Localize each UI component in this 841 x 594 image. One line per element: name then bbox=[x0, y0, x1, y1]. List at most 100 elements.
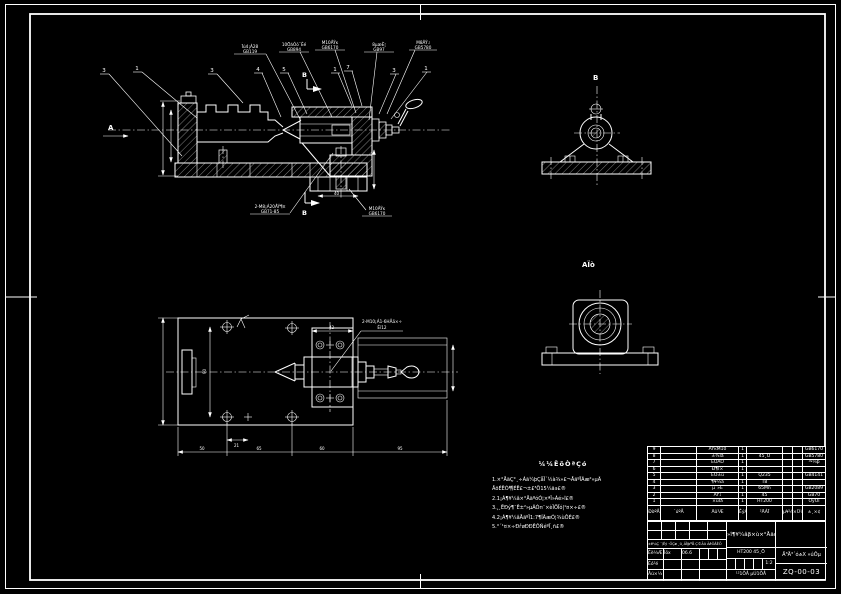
bom-cell bbox=[747, 447, 783, 453]
note-line: 1.×°ÅäÇ°¸÷Áã¼þÇåÏ´½à¾»£¬ÅäºÏÃæ²»µÃ bbox=[492, 477, 602, 483]
view-a-label: A bbox=[108, 124, 114, 132]
svg-text:GB6170: GB6170 bbox=[369, 211, 386, 216]
scale-box bbox=[736, 559, 745, 570]
sign-date bbox=[682, 570, 700, 581]
title-block-cell bbox=[708, 522, 727, 531]
stage-box bbox=[700, 570, 727, 581]
balloon-numbers: 3 1 3 4 5 1 7 3 1 bbox=[102, 65, 428, 74]
bom-cell: 6 bbox=[648, 466, 661, 472]
bom-cell bbox=[803, 480, 825, 486]
scale-box bbox=[745, 559, 754, 570]
stage-box bbox=[700, 560, 727, 570]
bom-cell: 1 bbox=[739, 447, 747, 453]
bolt-holes bbox=[220, 320, 299, 424]
svg-text:8µæÈ¦: 8µæÈ¦ bbox=[372, 42, 386, 47]
sheet-info: ¹²1ÕÅ µÚ1ÕÅ bbox=[727, 570, 776, 581]
svg-text:50: 50 bbox=[199, 446, 205, 451]
bom-cell: 1 bbox=[739, 460, 747, 466]
section-marker-bottom: B bbox=[302, 192, 320, 217]
bom-header-cell: µ¥¼þ bbox=[783, 505, 793, 521]
technical-requirements-title: ¼¼ÊõÒªÇó bbox=[538, 460, 588, 468]
bom-cell bbox=[793, 486, 803, 492]
svg-text:4: 4 bbox=[256, 67, 260, 73]
bom-cell bbox=[783, 460, 793, 466]
svg-text:GB5780: GB5780 bbox=[415, 45, 432, 50]
title-block-cell bbox=[776, 522, 827, 548]
bom-cell: GB5780 bbox=[804, 453, 824, 459]
bottom-callouts: 2-M8¡Á20ÂÝ¶¤ GB71-85 M10ÂÝĸ GB6170 bbox=[250, 152, 392, 217]
bom-cell bbox=[747, 466, 783, 472]
bom-cell: ÊÖ±ú bbox=[697, 473, 739, 479]
bottom-dim-labels: 50 65 60 95 bbox=[199, 446, 403, 451]
stage-box bbox=[718, 549, 727, 560]
sign-label: Éó²é bbox=[648, 560, 664, 570]
bom-cell: 4 bbox=[648, 479, 661, 485]
title-block-cell bbox=[676, 531, 690, 540]
dim-label: 42 bbox=[329, 325, 335, 330]
bom-cell: 1 bbox=[739, 466, 747, 472]
bom-cell: ¶¥¼â bbox=[697, 479, 739, 485]
bom-header-cell: ÐòºÅ bbox=[648, 505, 661, 521]
bom-header-cell: ²ÄÁÏ bbox=[747, 505, 783, 521]
bom-cell: 45 bbox=[747, 492, 783, 498]
centering-marks bbox=[5, 4, 836, 589]
dim-label: 21 bbox=[234, 443, 240, 448]
svg-text:GB894: GB894 bbox=[287, 47, 301, 52]
svg-text:5: 5 bbox=[282, 67, 286, 73]
bom-cell: HT200 bbox=[747, 499, 783, 505]
bom-cell: 1 bbox=[739, 473, 747, 479]
bom-cell: Ð¶Ì× bbox=[697, 466, 739, 472]
svg-text:B: B bbox=[302, 71, 307, 79]
sign-label: Åú×¼ bbox=[648, 570, 664, 581]
bom-cell: 1 bbox=[739, 499, 747, 505]
title-block-cell bbox=[648, 531, 662, 540]
svg-text:GB119: GB119 bbox=[243, 49, 257, 54]
bom-header-cell: ×Ü¼Æ bbox=[793, 505, 803, 521]
title-block: ±ê¼Ç ´¦Êý ·ÖÇø ¸ü¸ÄÎļþºÅ Ç©Ãû ÄêÔÂÈÕ Éè¼… bbox=[647, 521, 827, 581]
svg-text:GB6170: GB6170 bbox=[322, 45, 339, 50]
bom-header-cell: ´úºÅ bbox=[661, 505, 697, 521]
sign-name bbox=[664, 570, 682, 581]
table-row: 6 Ð¶Ì×1 bbox=[648, 466, 825, 473]
bom-cell bbox=[661, 473, 697, 479]
plan-callout-line1: 2-M10¡Á1-6HÅä×÷ bbox=[362, 319, 403, 324]
bom-cell: 7 bbox=[648, 460, 661, 466]
bom-cell bbox=[747, 460, 783, 466]
svg-text:60: 60 bbox=[319, 446, 325, 451]
title-block-cell bbox=[690, 522, 708, 531]
bom-cell bbox=[661, 447, 697, 453]
stage-box bbox=[709, 549, 718, 560]
bom-cell: T8 bbox=[747, 479, 783, 485]
bom-cell: ¹º¼þ bbox=[808, 460, 820, 465]
bom-cell: ÖýÔì bbox=[808, 499, 820, 504]
bracket-side-view: AÏò bbox=[541, 260, 659, 374]
svg-text:M8ÂÝ˨: M8ÂÝ˨ bbox=[416, 40, 429, 45]
drawing-title: »î¶¥¼âβ×ù×°Åäͼ bbox=[727, 522, 776, 548]
bom-cell bbox=[793, 453, 803, 459]
bom-cell bbox=[793, 492, 803, 498]
title-block-cell bbox=[690, 531, 708, 540]
sign-date bbox=[682, 560, 700, 570]
bom-cell: ÊÖÂÖ bbox=[697, 460, 739, 466]
dim-label: 90 bbox=[202, 368, 207, 374]
bom-cell: ÂÝĸM10 bbox=[697, 447, 739, 453]
svg-text:M10ÂÝĸ: M10ÂÝĸ bbox=[322, 40, 339, 45]
svg-text:10ÖáÓõ¯Èé: 10ÖáÓõ¯Èé bbox=[282, 42, 307, 47]
bom-cell: ±¾Ìå bbox=[697, 453, 739, 459]
svg-text:1: 1 bbox=[135, 66, 139, 72]
scale-value: 1:2 bbox=[763, 559, 776, 570]
drawing-number: ZQ-00-03 bbox=[782, 568, 821, 576]
bom-cell bbox=[661, 486, 697, 492]
bom-cell bbox=[783, 492, 793, 498]
bom-cell bbox=[783, 453, 793, 459]
title-block-cell bbox=[662, 531, 676, 540]
roughness-symbol bbox=[236, 314, 250, 329]
bom-cell: 8 bbox=[648, 453, 661, 459]
